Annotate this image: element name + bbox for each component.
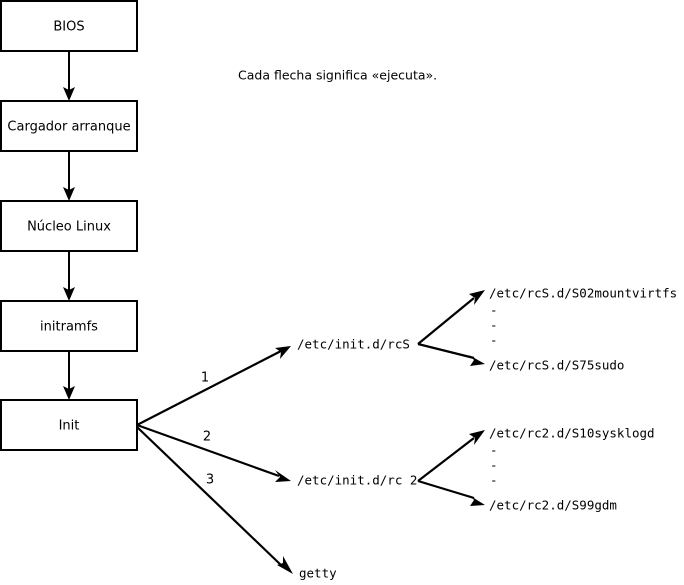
box-initramfs-label: initramfs <box>40 320 98 335</box>
box-bootloader: Cargador arranque <box>0 100 138 152</box>
box-init: Init <box>0 399 138 451</box>
rcs-fan-top-arrow <box>417 290 485 345</box>
box-bios-rect <box>0 0 138 52</box>
box-bios-label: BIOS <box>53 20 84 35</box>
box-bootloader-label: Cargador arranque <box>7 120 130 135</box>
branch-number-3: 3 <box>206 473 214 488</box>
rcs-ellipsis-dash: - <box>490 333 498 348</box>
rc2-fan-bottom-arrow <box>417 479 485 506</box>
rc2-ellipsis-dash: - <box>490 473 498 488</box>
box-bootloader-rect <box>0 100 138 152</box>
branch-number-1: 1 <box>201 371 209 386</box>
box-init-rect <box>0 399 138 451</box>
label-rcs-last-script: /etc/rcS.d/S75sudo <box>489 358 624 373</box>
branch-3-arrow <box>136 426 293 574</box>
label-getty: getty <box>299 566 337 581</box>
arrow-bios-to-bootloader <box>63 51 75 101</box>
arrow-head-icon <box>469 495 485 506</box>
arrow-kernel-to-initramfs <box>63 251 75 301</box>
rcs-fan-bottom-arrow <box>417 342 485 366</box>
rcs-ellipsis-dash: - <box>490 303 498 318</box>
rc2-ellipsis-dash: - <box>490 458 498 473</box>
arrow-head-icon <box>469 430 485 445</box>
box-init-label: Init <box>59 419 80 434</box>
arrow-head-icon <box>469 355 485 366</box>
box-initramfs: initramfs <box>0 300 138 352</box>
arrow-head-icon <box>469 290 485 305</box>
label-rc2-first-script: /etc/rc2.d/S10sysklogd <box>489 426 655 441</box>
label-rc2-last-script: /etc/rc2.d/S99gdm <box>489 498 617 513</box>
branch-1-arrow <box>136 346 291 426</box>
rcs-ellipsis-dash: - <box>490 318 498 333</box>
box-kernel: Núcleo Linux <box>0 200 138 252</box>
arrow-head-icon <box>63 187 75 201</box>
rc2-fan-top-arrow <box>417 430 485 482</box>
box-bios: BIOS <box>0 0 138 52</box>
label-rcs-first-script: /etc/rcS.d/S02mountvirtfs <box>489 286 677 301</box>
box-initramfs-rect <box>0 300 138 352</box>
arrow-head-icon <box>277 556 293 574</box>
branch-number-2: 2 <box>203 430 211 445</box>
arrow-head-icon <box>275 346 291 359</box>
label-init-d-rc2: /etc/init.d/rc 2 <box>297 473 417 488</box>
caption-text: Cada flecha significa «ejecuta». <box>238 68 437 83</box>
arrow-head-icon <box>63 87 75 101</box>
branch-2-arrow <box>136 423 291 482</box>
arrow-head-icon <box>63 287 75 301</box>
arrow-bootloader-to-kernel <box>63 151 75 201</box>
box-kernel-label: Núcleo Linux <box>27 220 111 235</box>
rc2-ellipsis-dash: - <box>490 443 498 458</box>
arrow-head-icon <box>275 470 291 482</box>
arrow-head-icon <box>63 386 75 400</box>
arrow-initramfs-to-init <box>63 351 75 400</box>
label-init-d-rcs: /etc/init.d/rcS <box>297 337 410 352</box>
